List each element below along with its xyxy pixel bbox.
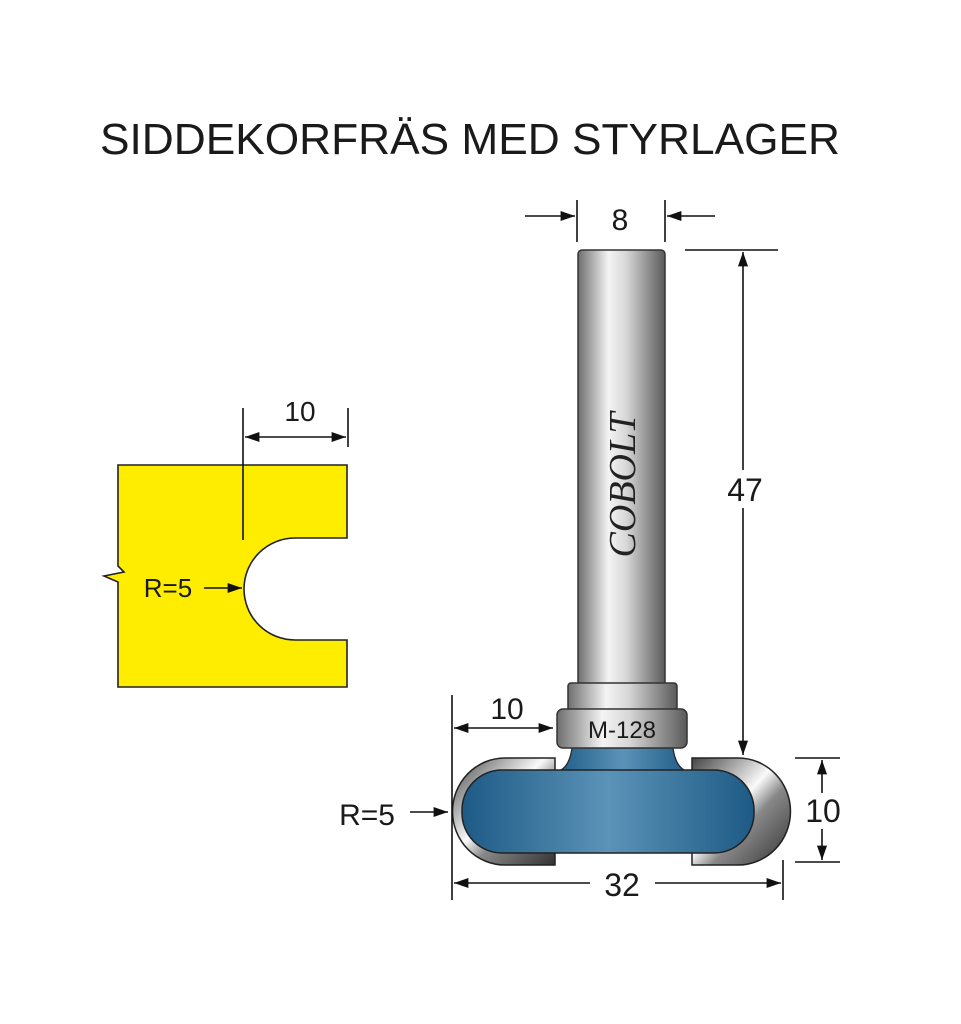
total-length-label: 47	[727, 472, 763, 508]
brand-logo: COBOLT	[602, 410, 644, 558]
page-title: SIDDEKORFRÄS MED STYRLAGER	[100, 115, 840, 164]
router-bit: COBOLT M-128	[451, 249, 792, 866]
bearing-offset-label: 10	[490, 693, 523, 726]
bearing	[556, 708, 688, 749]
workpiece-profile: 10 R=5	[101, 396, 349, 688]
cut-height-label: 10	[805, 793, 841, 829]
cutter-body	[461, 769, 755, 854]
shank-diameter-label: 8	[612, 204, 629, 237]
dimensions: 8 47 10 R=5 10 32	[339, 200, 843, 903]
collar	[567, 682, 678, 712]
profile-radius-label: R=5	[144, 573, 192, 603]
cut-diameter-label: 32	[604, 867, 640, 903]
radius-label: R=5	[339, 799, 395, 832]
blue-neck	[554, 747, 691, 773]
profile-shape	[101, 464, 348, 688]
profile-width-label: 10	[284, 396, 315, 427]
bearing-label: M-128	[588, 717, 656, 744]
